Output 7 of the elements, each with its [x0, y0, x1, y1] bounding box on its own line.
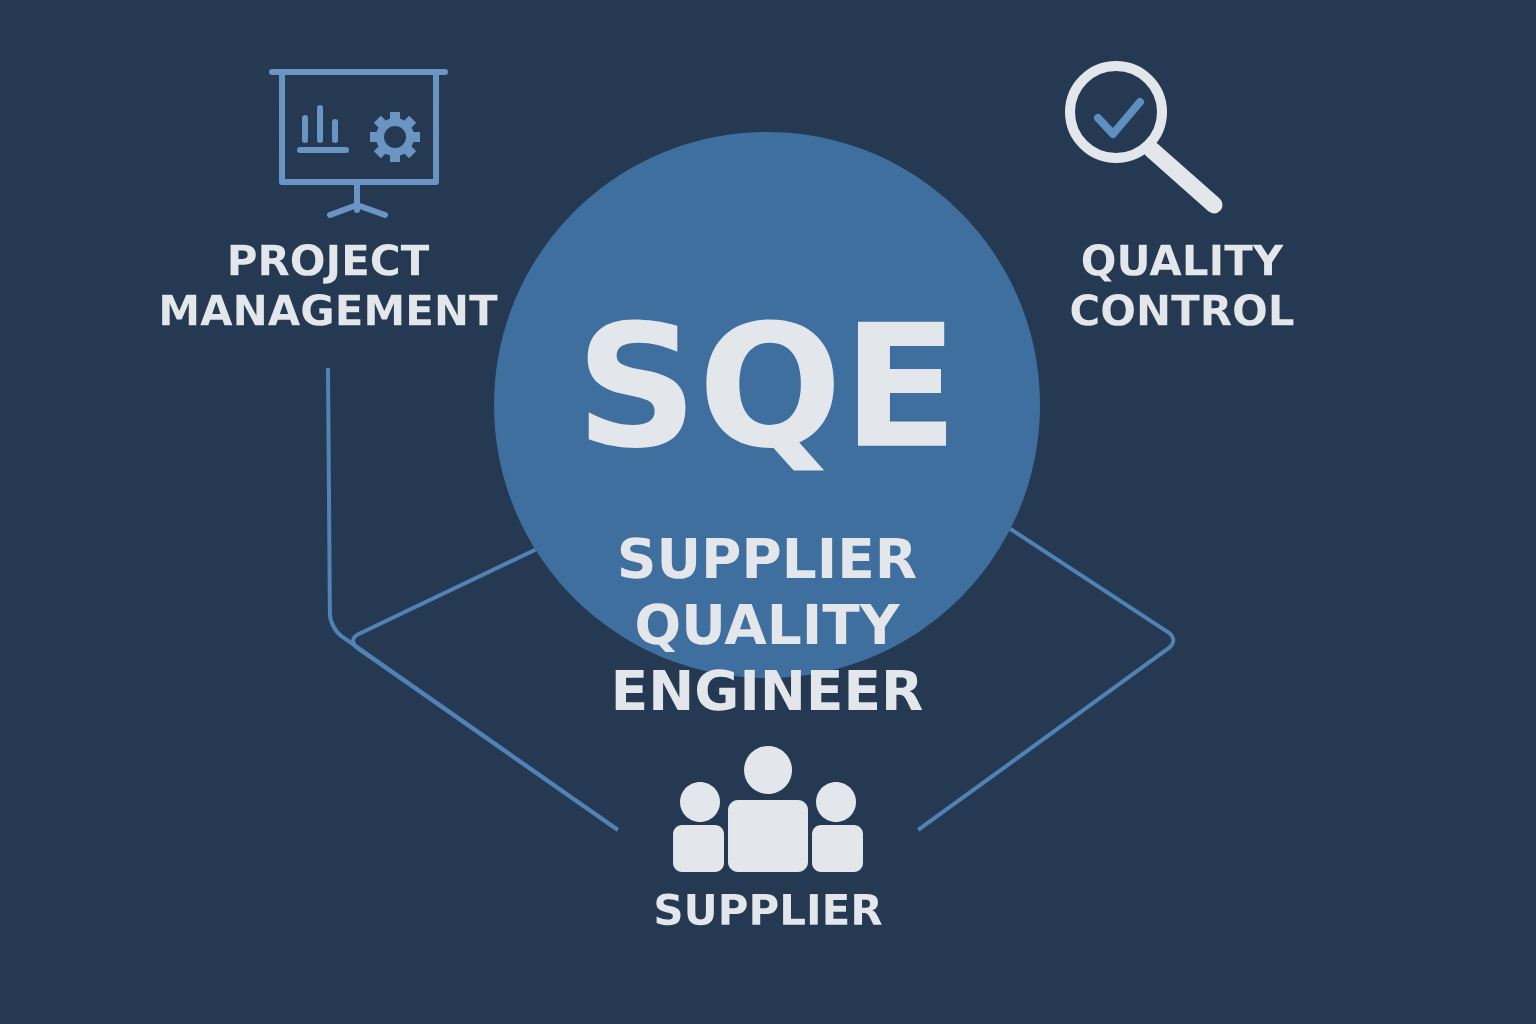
label: QUALITY CONTROL	[1071, 244, 1294, 326]
subtitle: SUPPLIER QUALITY ENGINEER	[615, 537, 923, 711]
connector-line	[917, 527, 1175, 832]
connector-line	[351, 547, 619, 832]
acronym: SQE	[587, 319, 947, 471]
label: PROJECT MANAGEMENT	[162, 244, 498, 326]
label: SUPPLIER	[656, 893, 882, 926]
